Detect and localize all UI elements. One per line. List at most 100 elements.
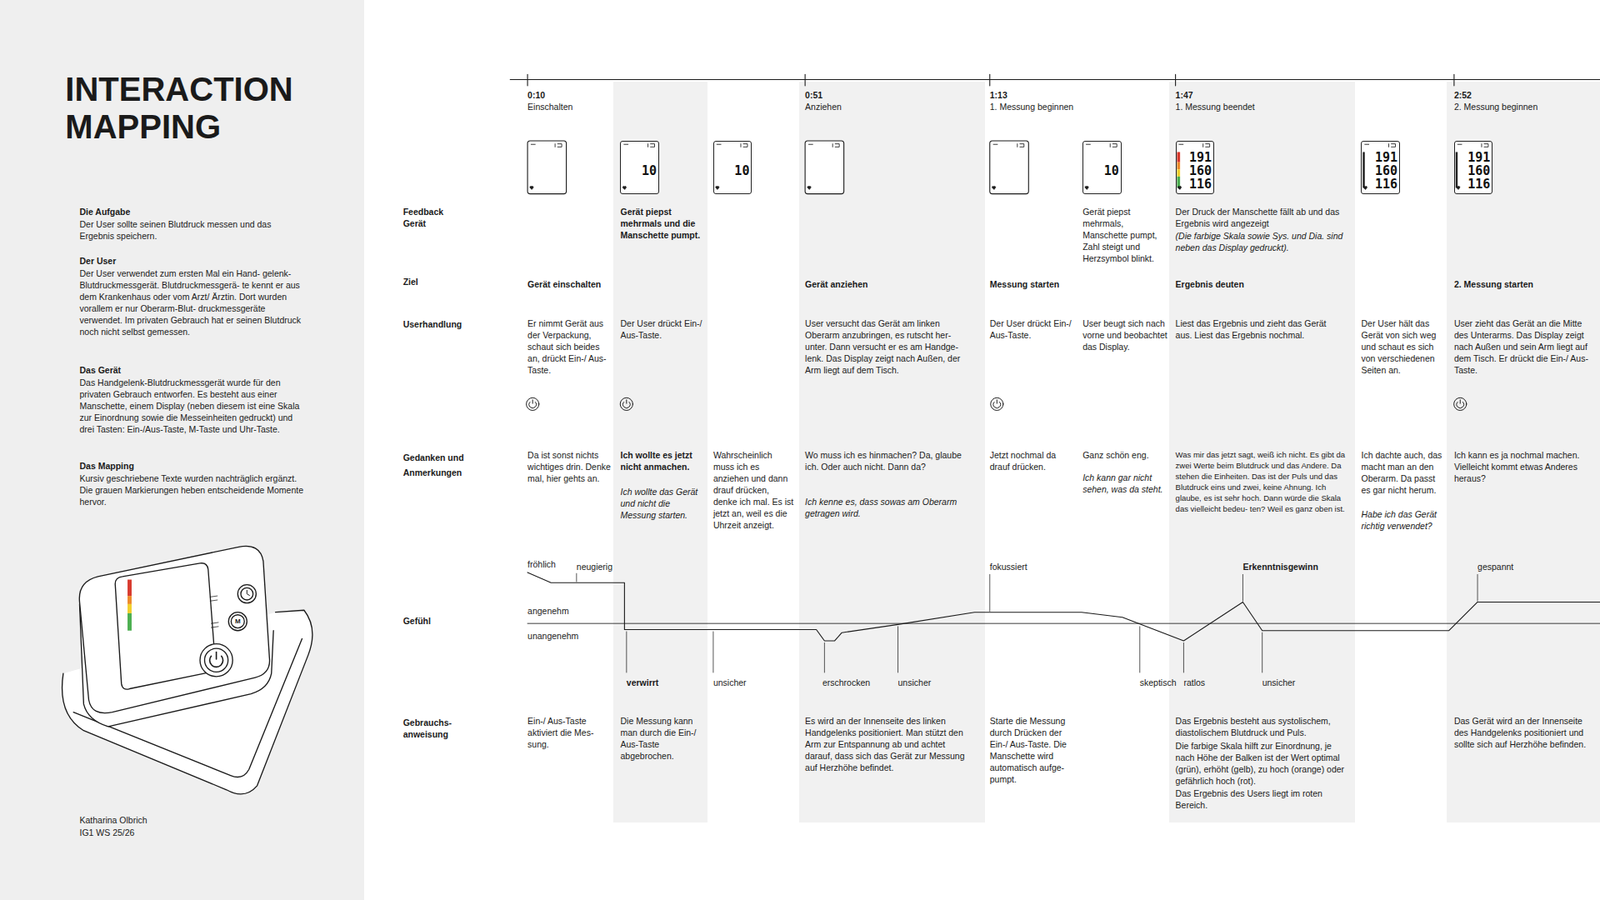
annotation-text: Kursiv geschriebene Texte wurden nachträ… (80, 472, 305, 508)
annotation-text: 2. Messung starten (1454, 278, 1595, 290)
timeline-axis (989, 74, 990, 85)
device-illustration (210, 626, 219, 628)
display-icon (716, 144, 721, 145)
annotation-text: gespannt (1477, 560, 1539, 573)
annotation-text: Die Messung kann man durch die Ein-/ Aus… (620, 715, 704, 762)
display-icon (1112, 144, 1117, 148)
device-illustration (210, 622, 219, 624)
timeline-axis (510, 79, 1600, 80)
device-illustration (240, 587, 254, 600)
emotion-curve (527, 572, 1600, 641)
display-icon (1363, 186, 1367, 190)
empty-display (805, 140, 845, 195)
device-illustration (127, 595, 132, 605)
device-illustration (237, 585, 256, 604)
highlight-band: Gerät piepst mehrmals und die Manschette… (613, 81, 708, 823)
display-screen: 191 160 116 (1360, 140, 1400, 195)
annotation-text: Gerät piepst mehrmals, Manschette pumpt,… (1082, 205, 1169, 265)
row-label: Feedback Gerät (403, 205, 467, 230)
display-icon (740, 144, 741, 148)
annotation-text: Gerät piepst mehrmals und die Manschette… (620, 205, 704, 241)
annotation-text: fokussiert (990, 560, 1051, 573)
display-icon (743, 144, 748, 148)
highlight-band: 1:471. Messung beendetDer Druck der Mans… (1169, 81, 1355, 823)
display-icon (650, 144, 655, 148)
emotion-curve (527, 623, 1600, 625)
annotation-text: Der Druck der Manschette fällt ab und da… (1175, 205, 1345, 230)
emotion-curve (527, 572, 1600, 641)
annotation-text: Der User drückt Ein-/ Aus-Taste. (620, 317, 704, 341)
annotation-text: unangenehm (527, 630, 600, 642)
annotation-text: 1. Messung beginnen (990, 100, 1113, 113)
display-icon (1202, 144, 1204, 148)
annotation-text: Er nimmt Gerät aus der Verpackung, schau… (527, 317, 614, 376)
display-icon (1085, 144, 1090, 145)
display-icon (1457, 144, 1462, 145)
annotation-text: Messung starten (990, 278, 1078, 290)
annotation-text: erschrocken (822, 676, 895, 689)
display-icon (1365, 144, 1370, 145)
annotation-text: Anziehen (805, 100, 907, 113)
display-icon (1110, 144, 1111, 148)
annotation-text: Ganz schön eng. (1082, 449, 1169, 461)
row-label: Gebrauchs- anweisung (403, 716, 467, 740)
annotation-text: unsicher (1262, 676, 1324, 689)
scale-bar (1176, 151, 1180, 162)
annotation-text: Da ist sonst nichts wichtiges drin. Denk… (527, 449, 614, 485)
display-icon (1484, 144, 1489, 148)
leader-line (897, 626, 899, 673)
display-reading: 10 (1091, 164, 1120, 178)
annotation-text: User zieht das Gerät an die Mitte des Un… (1454, 317, 1595, 376)
empty-display (527, 140, 567, 195)
device-illustration (127, 613, 132, 631)
device-illustration (62, 545, 313, 794)
display-icon (624, 144, 629, 145)
timeline-axis (527, 74, 529, 85)
annotation-text: ratlos (1183, 676, 1235, 689)
power-icon (620, 397, 633, 410)
annotation-text: IG1 WS 25/26 (80, 826, 234, 839)
annotation-text: fröhlich (527, 558, 579, 570)
annotation-text: Der User verwendet zum ersten Mal ein Ha… (80, 267, 305, 338)
display-reading: 191 160 116 (1463, 150, 1491, 191)
empty-display (527, 140, 1029, 195)
display-icon (715, 186, 720, 190)
annotation-text: User beugt sich nach vorne und beobachte… (1082, 317, 1169, 353)
leader-line (1477, 574, 1479, 601)
device-illustration (200, 644, 233, 677)
annotation-text: neugierig (576, 560, 628, 573)
annotation-text: Ich kenne es, dass sowas am Oberarm getr… (805, 495, 969, 520)
display-screen: 10 (620, 140, 660, 195)
display-icon (808, 144, 813, 145)
annotation-text: 0:10 (527, 89, 610, 101)
annotation-text: Gerät anziehen (805, 278, 969, 290)
annotation-text: Was mir das jetzt sagt, weiß ich nicht. … (1175, 449, 1352, 515)
display-icon (1020, 144, 1025, 148)
display-icon (1085, 186, 1089, 190)
row-label: Gefühl (403, 615, 467, 627)
annotation-text: angenehm (527, 605, 589, 617)
annotation-text: 0:51 (805, 89, 887, 101)
device-illustration (205, 648, 229, 672)
power-icon (532, 400, 534, 404)
empty-display (990, 140, 1030, 195)
power-icon (990, 397, 1004, 410)
annotation-text: unsicher (713, 676, 775, 689)
display-icon (832, 144, 834, 148)
leader-line (1139, 626, 1140, 673)
annotation-text: 2. Messung beginnen (1454, 100, 1587, 113)
page-title: INTERACTION MAPPING (65, 70, 340, 146)
power-icon (526, 397, 540, 410)
annotation-text: Das Mapping (80, 460, 305, 472)
device-illustration (127, 604, 132, 614)
display-icon (647, 144, 649, 148)
device-illustration (246, 590, 250, 595)
display-reading: 191 160 116 (1370, 150, 1398, 191)
display-icon (557, 144, 562, 148)
leader-line (1261, 632, 1263, 673)
display-reading: 191 160 116 (1185, 150, 1213, 191)
display-icon (530, 144, 535, 145)
display-screen: 191 160 116 (1175, 140, 1215, 195)
display-icon (1179, 144, 1184, 145)
annotation-text: Jetzt nochmal da drauf drücken. (990, 449, 1076, 473)
